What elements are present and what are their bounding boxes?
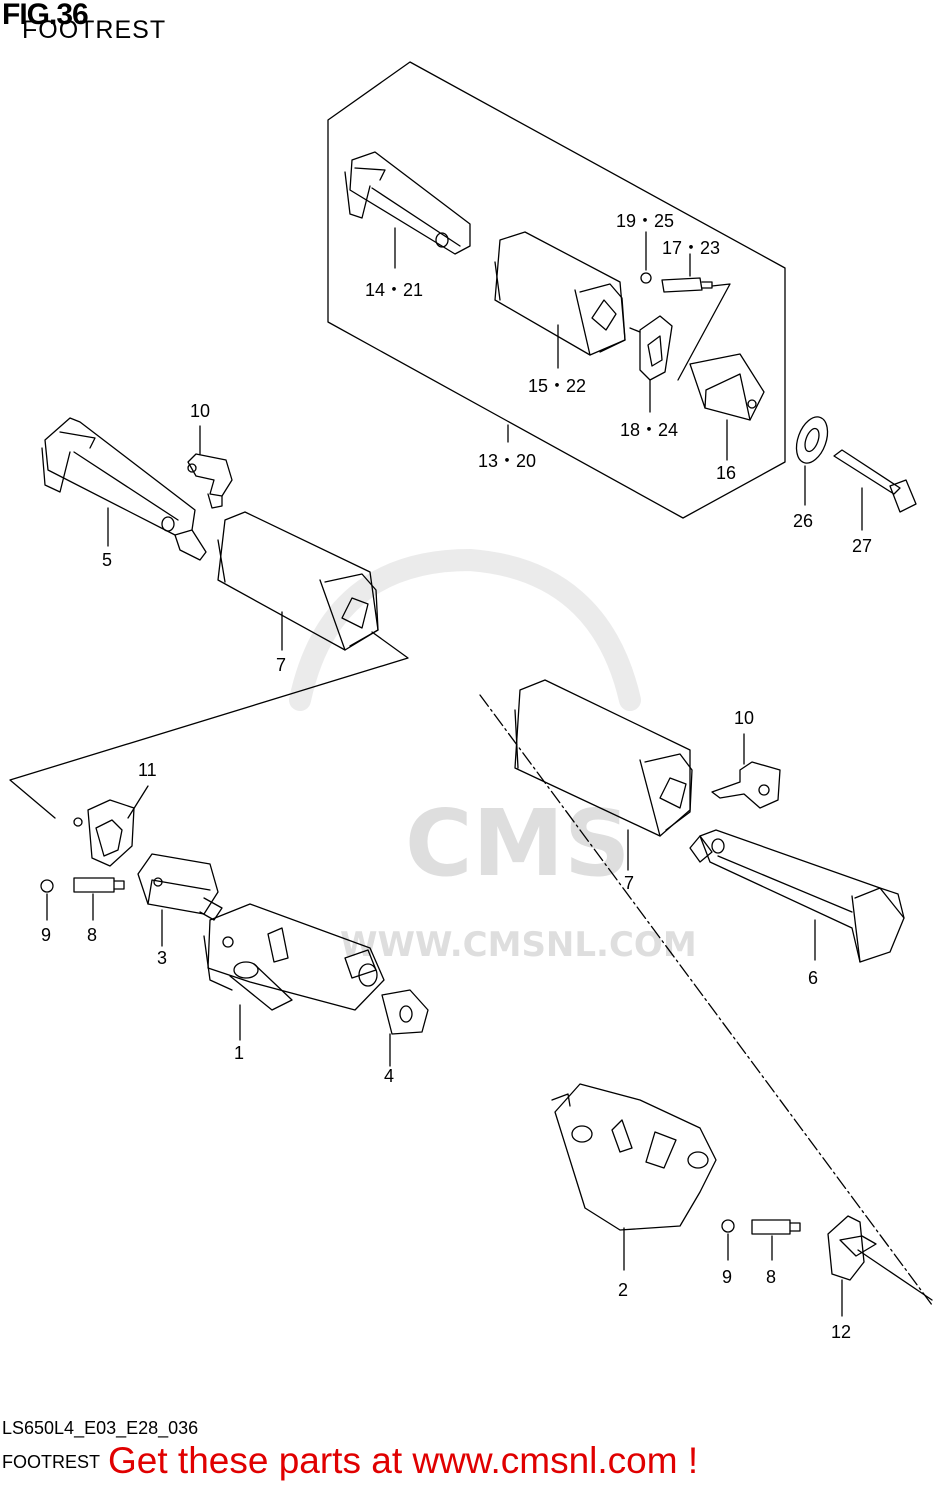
label-part-11: 11 xyxy=(138,760,157,780)
part-1-bracket xyxy=(203,903,385,1011)
watermark-url: WWW.CMSNL.COM xyxy=(340,925,697,965)
part-8-pin-right xyxy=(751,1219,801,1235)
guide-line-right xyxy=(479,694,933,1306)
label-part-19-25: 19・25 xyxy=(616,211,675,231)
part-2-bracket xyxy=(551,1083,717,1231)
guide-line-left xyxy=(9,631,409,819)
part-19-cap xyxy=(640,272,652,284)
part-26-washer xyxy=(795,416,829,464)
part-9-cap-left xyxy=(40,879,54,893)
label-part-7-left: 7 xyxy=(276,655,287,675)
label-part-13-20: 13・20 xyxy=(478,451,537,471)
part-10-clip-right xyxy=(711,761,781,809)
label-part-15-22: 15・22 xyxy=(528,376,587,396)
label-part-8-right: 8 xyxy=(766,1267,777,1287)
label-part-18-24: 18・24 xyxy=(620,420,679,440)
footer-section-name: FOOTREST xyxy=(2,1452,100,1472)
part-18-plate xyxy=(629,315,673,381)
part-10-clip-top xyxy=(187,453,233,509)
label-part-9-left: 9 xyxy=(41,925,52,945)
part-12-plate xyxy=(827,1215,877,1281)
part-8-pin-left xyxy=(73,877,125,893)
part-7-rubber-left xyxy=(217,511,379,651)
label-part-10-top: 10 xyxy=(190,401,211,421)
part-17-pin xyxy=(661,277,713,293)
label-part-12: 12 xyxy=(831,1322,852,1342)
label-part-7-right: 7 xyxy=(624,873,635,893)
label-part-26: 26 xyxy=(793,511,814,531)
label-part-1: 1 xyxy=(234,1043,245,1063)
label-part-10-right: 10 xyxy=(734,708,755,728)
label-part-2: 2 xyxy=(618,1280,629,1300)
label-part-9-right: 9 xyxy=(722,1267,733,1287)
label-part-16: 16 xyxy=(716,463,737,483)
part-6-footrest xyxy=(689,829,905,963)
part-15-rubber xyxy=(494,231,626,356)
part-7-rubber-right xyxy=(514,679,693,837)
label-part-8-left: 8 xyxy=(87,925,98,945)
label-part-17-23: 17・23 xyxy=(662,238,721,258)
label-part-27: 27 xyxy=(852,536,873,556)
diagram-code: LS650L4_E03_E28_036 xyxy=(2,1418,199,1438)
part-16-bracket xyxy=(689,353,765,421)
part-11-plate xyxy=(73,799,135,867)
shop-link[interactable]: Get these parts at www.cmsnl.com ! xyxy=(108,1440,699,1481)
part-3-bracket xyxy=(137,853,223,921)
kit-box-outline xyxy=(327,61,786,519)
part-27-bolt xyxy=(833,449,917,513)
label-part-4: 4 xyxy=(384,1066,395,1086)
label-part-6: 6 xyxy=(808,968,819,988)
watermark-logo-text: CMS xyxy=(405,790,631,897)
label-part-3: 3 xyxy=(157,948,168,968)
part-4-collar xyxy=(381,989,429,1035)
figure-subtitle: FOOTREST xyxy=(22,16,167,44)
part-9-cap-right xyxy=(721,1219,735,1233)
label-part-14-21: 14・21 xyxy=(365,280,424,300)
watermark-ring xyxy=(289,549,641,711)
label-part-5: 5 xyxy=(102,550,113,570)
part-14-footrest xyxy=(344,151,471,255)
figure-title: FIG.36 xyxy=(2,0,89,31)
part-5-footrest xyxy=(41,417,207,561)
